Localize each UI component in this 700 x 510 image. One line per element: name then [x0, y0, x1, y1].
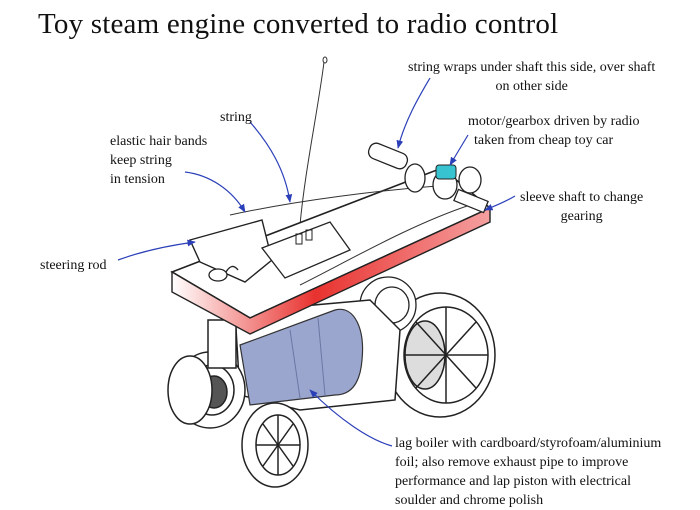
- label-steering: steering rod: [40, 258, 107, 273]
- steering-bracket: [189, 219, 273, 283]
- motor-gearbox: [367, 142, 489, 214]
- front-wheel-left: [167, 355, 213, 425]
- label-lag-boiler: lag boiler with cardboard/styrofoam/alum…: [395, 436, 662, 508]
- front-wheel: [241, 402, 309, 488]
- chimney-top: [208, 268, 228, 282]
- arrow-motor: [449, 134, 469, 166]
- platform-edge: [171, 206, 491, 335]
- rear-wheel: [384, 292, 496, 418]
- label-sleeve: sleeve shaft to change gearing: [520, 190, 644, 224]
- label-string: string: [220, 110, 252, 125]
- string-line: [229, 184, 451, 216]
- chimney-base: [207, 319, 237, 369]
- label-motor: motor/gearbox driven by radio taken from…: [468, 114, 640, 148]
- boiler-lagging: [239, 308, 364, 406]
- arrow-steering: [117, 239, 196, 261]
- label-string-wraps: string wraps under shaft this side, over…: [408, 60, 656, 94]
- motor-part: [435, 164, 457, 180]
- aerial-tip: [322, 56, 328, 64]
- arrow-elastic: [184, 171, 246, 213]
- aerial-wire: [299, 61, 325, 226]
- arrow-string-wraps: [396, 77, 431, 149]
- arrow-string: [249, 121, 293, 203]
- arrow-sleeve: [484, 195, 516, 211]
- receiver-board: [260, 221, 351, 279]
- arrow-lag-boiler: [309, 389, 393, 447]
- label-elastic: elastic hair bands keep string in tensio…: [110, 134, 208, 187]
- diagram-title: Toy steam engine converted to radio cont…: [38, 8, 559, 40]
